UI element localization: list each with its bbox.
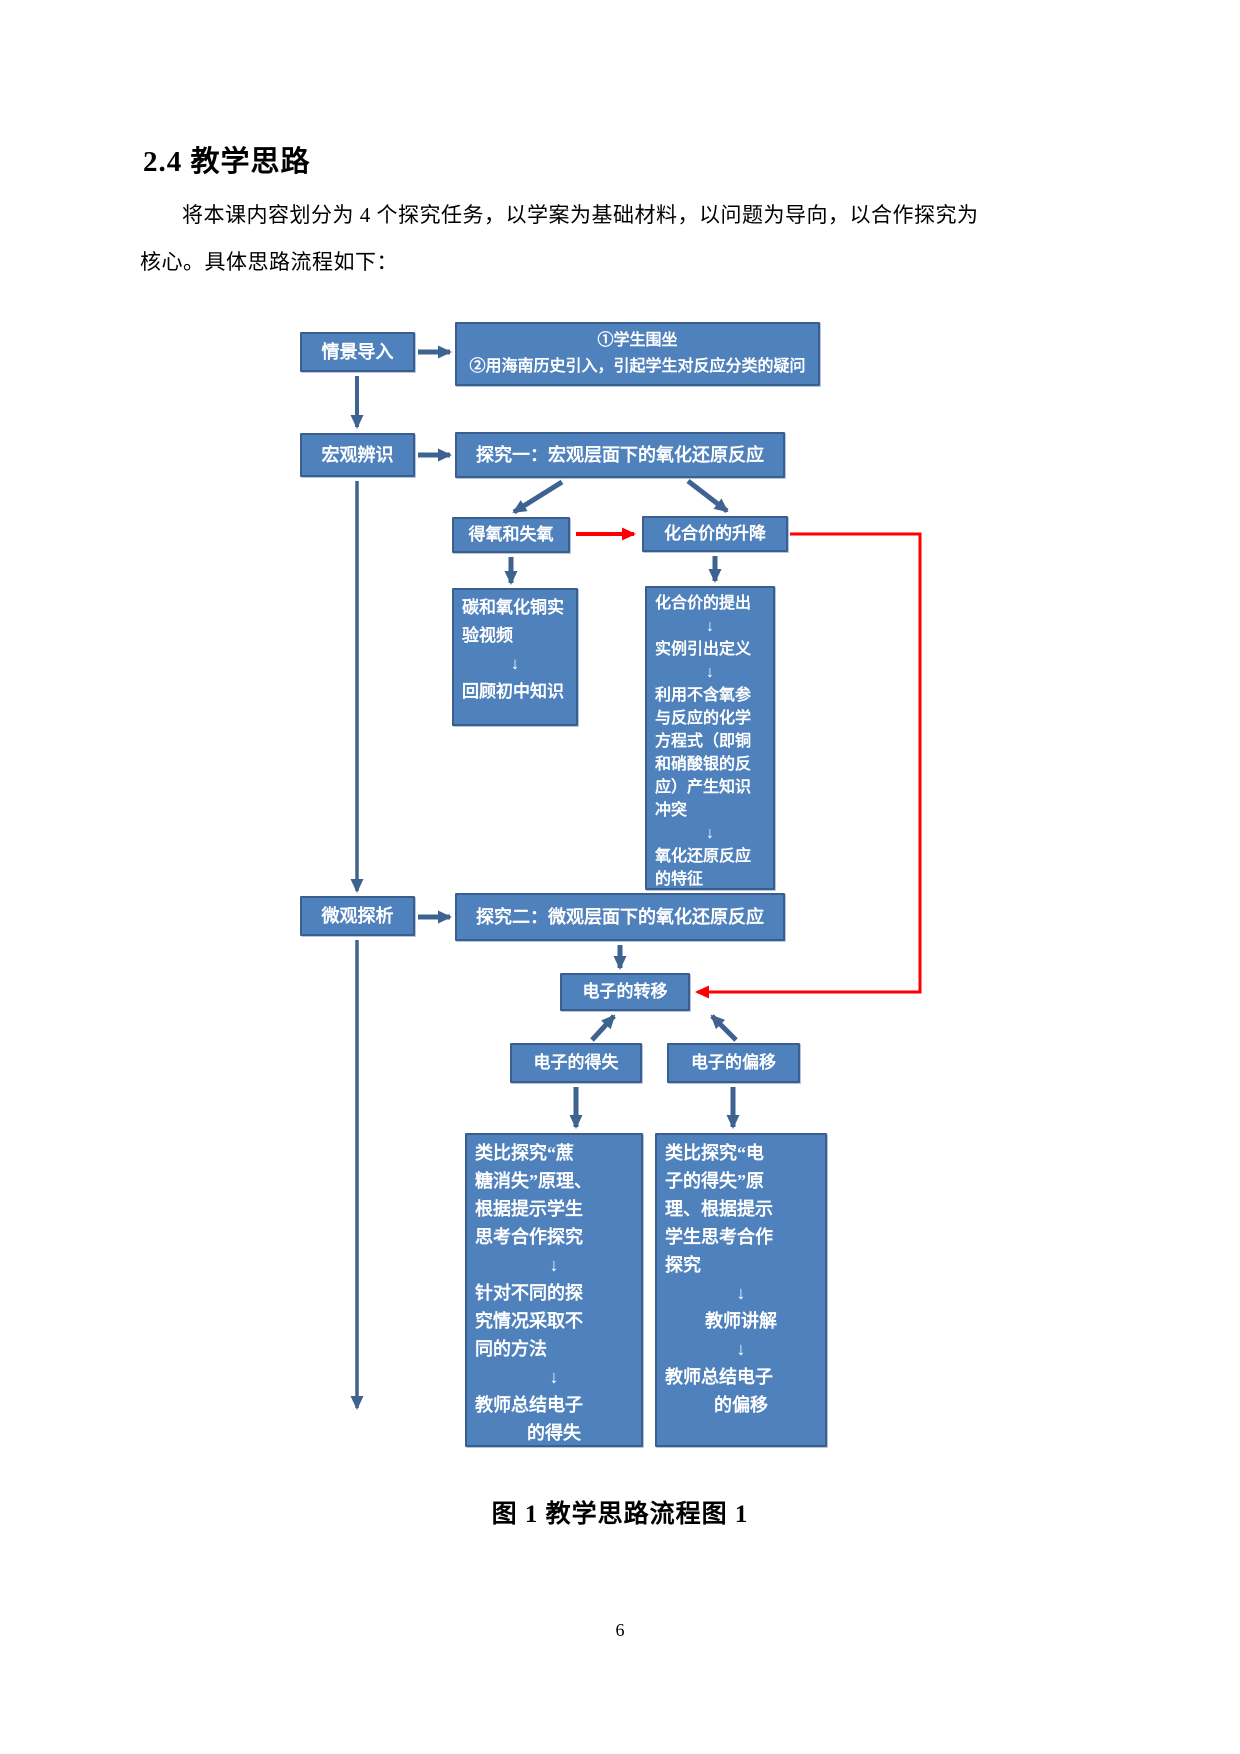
box-valence-concept-line: ↓ [706,664,714,681]
box-analogy-electron-line: 学生思考合作 [665,1227,773,1247]
box-analogy-electron: 类比探究“电子的得失”原理、根据提示学生思考合作探究 ↓ 教师讲解 ↓ 教师总结电子的偏… [655,1133,827,1447]
box-valence-concept-line: 利用不含氧参 [655,687,752,704]
box-macro-identify: 宏观辨识 [300,433,415,477]
box-analogy-electron-line: 教师讲解 [705,1311,777,1331]
box-carbon-cuo-video-line: 验视频 [462,626,513,645]
box-analogy-sucrose-line: 同的方法 [475,1339,547,1359]
box-carbon-cuo-video-line: ↓ [510,654,520,673]
box-valence-concept: 化合价的提出 ↓ 实例引出定义 ↓ 利用不含氧参与反应的化学方程式（即铜和硝酸银的反应）… [645,586,775,890]
box-analogy-electron-line: 子的得失”原 [665,1171,764,1191]
box-analogy-electron-line: 探究 [665,1255,701,1275]
box-analogy-sucrose-line: 思考合作探究 [475,1227,583,1247]
flow-arrow-blue [512,479,564,515]
box-electron-transfer-line: 电子的转移 [582,982,668,1001]
box-macro-identify-line: 宏观辨识 [321,445,394,465]
box-valence-concept-line: 化合价的提出 [655,595,752,612]
box-scene-intro-line: 情景导入 [321,342,394,362]
box-analogy-electron-line: ↓ [736,1339,746,1359]
box-electron-gain-loss: 电子的得失 [510,1043,642,1083]
box-analogy-electron-line: ↓ [736,1283,746,1303]
box-analogy-sucrose-line: 糖消失”原理、 [475,1171,592,1191]
box-valence-concept-line: 冲突 [655,802,688,819]
box-analogy-sucrose-line: 针对不同的探 [475,1283,583,1303]
box-carbon-cuo-video: 碳和氧化铜实验视频 ↓ 回顾初中知识 [452,588,578,726]
box-valence-change-line: 化合价的升降 [664,524,766,543]
box-valence-concept-line: 的特征 [655,871,704,888]
box-analogy-electron-line: 类比探究“电 [665,1143,764,1163]
box-analogy-sucrose-line: 教师总结电子 [475,1395,583,1415]
box-valence-concept-line: 实例引出定义 [655,641,752,658]
box-valence-concept-line: 和硝酸银的反 [655,756,752,773]
box-analogy-sucrose-line: 的得失 [527,1423,581,1443]
box-analogy-sucrose-line: ↓ [549,1367,559,1387]
box-inquiry-2: 探究二：微观层面下的氧化还原反应 [455,893,785,941]
box-analogy-sucrose-line: ↓ [549,1255,559,1275]
box-micro-analysis-line: 微观探析 [321,906,394,926]
box-valence-concept-line: ↓ [706,618,714,635]
box-inquiry-1-line: 探究一：宏观层面下的氧化还原反应 [476,445,764,465]
box-valence-concept-line: ↓ [706,825,714,842]
flow-arrow-blue [710,1014,738,1042]
box-gain-lose-oxygen: 得氧和失氧 [452,517,570,553]
flow-arrow-blue [686,479,729,513]
box-electron-shift-line: 电子的偏移 [691,1053,776,1072]
box-valence-concept-line: 方程式（即铜 [655,733,752,750]
box-gain-lose-oxygen-line: 得氧和失氧 [468,525,554,544]
box-analogy-sucrose: 类比探究“蔗糖消失”原理、根据提示学生思考合作探究 ↓ 针对不同的探究情况采取不同的… [465,1133,643,1447]
box-valence-concept-line: 与反应的化学 [655,710,752,727]
box-intro-detail: ①学生围坐 ②用海南历史引入，引起学生对反应分类的疑问 [455,322,820,386]
box-inquiry-2-line: 探究二：微观层面下的氧化还原反应 [476,907,764,927]
box-carbon-cuo-video-line: 碳和氧化铜实 [462,598,564,617]
box-analogy-electron-line: 理、根据提示 [665,1199,773,1219]
box-scene-intro: 情景导入 [300,332,415,372]
figure-caption: 图 1 教学思路流程图 1 [491,1501,749,1528]
box-intro-detail-line: ①学生围坐 [597,332,678,349]
box-analogy-electron-line: 教师总结电子 [665,1367,773,1387]
box-intro-detail-line: ②用海南历史引入，引起学生对反应分类的疑问 [469,358,806,375]
box-analogy-sucrose-line: 根据提示学生 [475,1199,583,1219]
box-electron-transfer: 电子的转移 [560,973,690,1011]
box-carbon-cuo-video-line: 回顾初中知识 [462,682,564,701]
box-micro-analysis: 微观探析 [300,896,415,936]
box-analogy-sucrose-line: 类比探究“蔗 [475,1143,574,1163]
box-valence-concept-line: 应）产生知识 [655,779,752,796]
box-valence-concept-line: 氧化还原反应 [655,848,752,865]
intro-paragraph: 将本课内容划分为 4 个探究任务，以学案为基础材料，以问题为导向，以合作探究为核… [140,203,979,274]
section-heading: 2.4 教学思路 [143,146,311,178]
box-valence-change: 化合价的升降 [642,516,788,552]
page-number: 6 [615,1620,625,1640]
box-electron-shift: 电子的偏移 [667,1043,800,1083]
box-electron-gain-loss-line: 电子的得失 [533,1053,619,1072]
box-analogy-sucrose-line: 究情况采取不 [475,1311,583,1331]
box-analogy-electron-line: 的偏移 [714,1395,768,1415]
box-inquiry-1: 探究一：宏观层面下的氧化还原反应 [455,432,785,478]
flow-arrow-blue [590,1014,616,1042]
